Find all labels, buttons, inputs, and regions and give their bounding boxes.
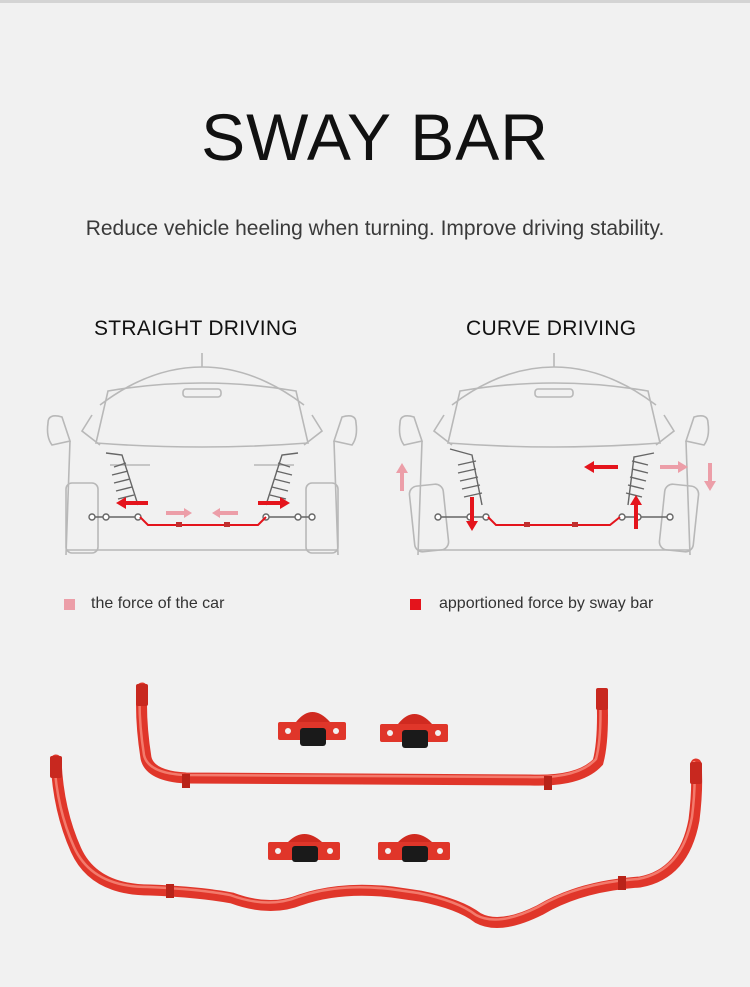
bar-force-arrow <box>466 461 642 531</box>
straight-driving-title: STRAIGHT DRIVING <box>94 317 298 340</box>
suspension-right <box>262 452 316 521</box>
curve-driving-diagram <box>396 353 716 556</box>
upper-sway-bar <box>136 682 608 790</box>
bar-force-arrow <box>116 497 290 509</box>
legend-car-force: the force of the car <box>64 595 224 613</box>
sway-bar-line <box>487 516 621 526</box>
page-subtitle: Reduce vehicle heeling when turning. Imp… <box>85 217 665 240</box>
car-rear-outline <box>46 353 358 556</box>
legend-car-force-label: the force of the car <box>91 595 225 612</box>
car-force-arrow <box>166 508 238 518</box>
red-square-icon <box>410 598 421 610</box>
page-title: SWAY BAR <box>201 100 549 174</box>
car-force-arrow <box>396 461 716 491</box>
car-rear-outline <box>398 353 710 556</box>
sway-bar-line <box>139 516 267 526</box>
curve-driving-title: CURVE DRIVING <box>466 317 637 340</box>
legend-bar-force-label: apportioned force by sway bar <box>439 595 654 612</box>
legend-bar-force: apportioned force by sway bar <box>410 595 653 613</box>
pink-square-icon <box>64 598 75 610</box>
suspension-left <box>88 452 142 521</box>
bushing-bracket-lower-left <box>268 834 340 862</box>
bushing-bracket-upper-left <box>278 712 346 746</box>
bushing-bracket-lower-right <box>378 834 450 862</box>
lower-sway-bar <box>50 754 703 928</box>
bushing-bracket-upper-right <box>380 714 448 748</box>
sway-bar-product-image <box>50 682 703 928</box>
top-divider <box>0 0 750 3</box>
straight-driving-diagram <box>46 353 358 556</box>
suspension-right <box>618 452 674 521</box>
suspension-left <box>434 448 490 521</box>
